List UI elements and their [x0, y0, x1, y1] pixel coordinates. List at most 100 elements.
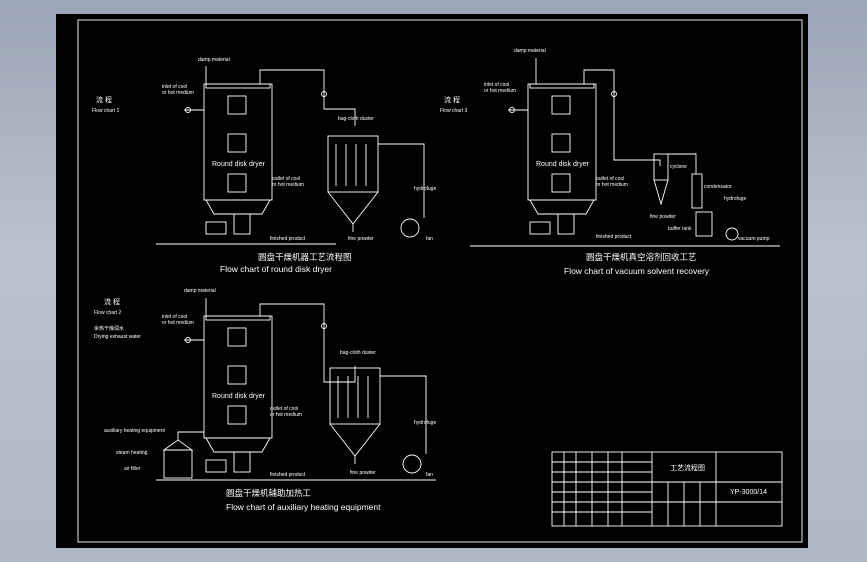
- flow2-caption-cn: 圆盘干燥机辅助加热工: [226, 488, 312, 498]
- flow2-disk-window: [227, 327, 247, 347]
- flow1-fan: [400, 218, 420, 238]
- flow3-buffer-tank: [695, 211, 713, 237]
- flow1-fine-powder: fine powder: [348, 236, 374, 242]
- flow3-condensator-label: condensator: [704, 184, 732, 190]
- flow2-en-label: Flow chart 2: [94, 310, 121, 316]
- flow2-hydrofuge: hydrofuge: [414, 420, 436, 426]
- flow3-dryer-cap: [529, 83, 595, 89]
- flow-chart-1: 流 程 Flow chart 1 Round disk dryer damp m…: [92, 57, 436, 274]
- flow2-damp-material: damp material: [184, 288, 216, 294]
- flow-chart-2: 流 程 Flow chart 2 余热干燥润水 Drying exhaust w…: [94, 288, 436, 512]
- drawing-title: 工艺流程图: [670, 463, 705, 472]
- flow2-bag-filter-body: [329, 367, 381, 425]
- flow3-inlet-valve: [509, 107, 515, 113]
- flow1-hydrofuge: hydrofuge: [414, 186, 436, 192]
- flow1-hopper: [327, 191, 379, 225]
- flow2-valve: [321, 323, 327, 329]
- flow2-outlet-1: outlet of cool: [270, 406, 298, 412]
- flow3-inlet-2: or hot medium: [484, 88, 516, 94]
- flow2-dryer-cap: [205, 315, 271, 321]
- flow2-dryer-body: [203, 315, 273, 439]
- title-block-frame: [551, 451, 783, 527]
- flow3-fine-powder: fine powder: [650, 214, 676, 220]
- flow1-damp-material: damp material: [198, 57, 230, 63]
- flow1-exhaust-pipe: [259, 69, 356, 126]
- flow2-exhaust-en: Drying exhaust water: [94, 334, 141, 340]
- flow3-hydrofuge: hydrofuge: [724, 196, 746, 202]
- flow2-outlet-2: or hot medium: [270, 412, 302, 418]
- flow1-finished: finished product: [270, 236, 306, 242]
- flow1-fan-pipe: [378, 143, 425, 218]
- flow2-disk-window: [227, 405, 247, 425]
- flow1-outlet-2: or hot medium: [272, 182, 304, 188]
- flow3-disk-window: [551, 95, 571, 115]
- flow2-motor: [205, 459, 227, 473]
- flow2-aux-heating: auxiliary heating equipment: [104, 428, 165, 434]
- flow1-base-frame: [205, 199, 271, 215]
- flow3-caption-en: Flow chart of vacuum solvent recovery: [564, 266, 710, 276]
- flow3-disk-label: Round disk dryer: [536, 161, 590, 168]
- flow3-cyclone-body: [653, 153, 669, 181]
- flow1-dryer-cap: [205, 83, 271, 89]
- flow3-cyclone-cone: [653, 179, 669, 206]
- flow1-inlet-2: or hot medium: [162, 90, 194, 96]
- flow2-fine-powder: fine powder: [350, 470, 376, 476]
- flow3-exhaust-pipe: [583, 69, 661, 166]
- flow3-condensator-pipe: [668, 153, 697, 174]
- flow2-heater-roof: [162, 439, 194, 451]
- flow2-disk-window: [227, 365, 247, 385]
- flow1-bag-filter-body: [327, 135, 379, 193]
- flow3-caption-cn: 圆盘干燥机真空溶剂回收工艺: [586, 252, 697, 262]
- flow2-inlet-1: inlet of cool: [162, 314, 187, 320]
- flow1-outlet-1: outlet of cool: [272, 176, 300, 182]
- flow2-exhaust-cn: 余热干燥润水: [94, 325, 124, 332]
- drawing-number: YP-3000/14: [730, 489, 767, 496]
- flow1-gearbox: [233, 213, 251, 235]
- flow1-dryer-body: [203, 83, 273, 201]
- flow-chart-3: 流 程 Flow chart 3 Round disk dryer damp m…: [440, 48, 780, 276]
- flow1-en-label: Flow chart 1: [92, 108, 119, 114]
- flow3-buffer-tank-label: buffer tank: [668, 226, 692, 232]
- flow2-heater: [163, 449, 193, 479]
- flow3-disk-window: [551, 173, 571, 193]
- drawing-canvas: 流 程 Flow chart 1 Round disk dryer damp m…: [77, 19, 803, 543]
- flow1-disk-label: Round disk dryer: [212, 161, 266, 168]
- flow3-outlet-1: outlet of cool: [596, 176, 624, 182]
- flow2-cn-label: 流 程: [104, 297, 120, 306]
- flow2-bag-filter: bag-cloth duster: [340, 350, 376, 356]
- flow3-inlet-1: inlet of cool: [484, 82, 509, 88]
- flow2-gearbox: [233, 451, 251, 473]
- flow1-disk-window: [227, 133, 247, 153]
- flow3-base-frame: [529, 199, 595, 215]
- flow2-heater-pipe: [177, 431, 204, 440]
- flow2-fan-label: fan: [426, 472, 433, 478]
- flow2-hopper: [329, 423, 381, 457]
- flow2-exhaust-pipe: [259, 303, 356, 383]
- flow3-motor: [529, 221, 551, 235]
- flow3-vacuum-pump: [725, 227, 739, 241]
- drawing-sheet: 流 程 Flow chart 1 Round disk dryer damp m…: [56, 14, 808, 548]
- flow3-condensator: [691, 173, 703, 209]
- flow3-cyclone: cyclone: [670, 164, 687, 170]
- flow1-fan-label: fan: [426, 236, 433, 242]
- flow1-inlet-valve: [185, 107, 191, 113]
- flow3-damp-material: damp material: [514, 48, 546, 54]
- flow3-disk-window: [551, 133, 571, 153]
- flow1-disk-window: [227, 173, 247, 193]
- flow2-steam-heating: steam heating: [116, 450, 148, 456]
- flow1-valve: [321, 91, 327, 97]
- flow3-vacuum-pump-label: vacuum pump: [738, 236, 770, 242]
- flow1-cn-label: 流 程: [96, 95, 112, 104]
- flow2-base-frame: [205, 437, 271, 453]
- flow2-inlet-valve: [185, 337, 191, 343]
- flow2-inlet-2: or hot medium: [162, 320, 194, 326]
- flow2-finished: finished product: [270, 472, 306, 478]
- flow2-fan: [402, 454, 422, 474]
- title-block: 工艺流程图 YP-3000/14: [551, 451, 783, 527]
- flow3-valve: [611, 91, 617, 97]
- flow3-outlet-2: or hot medium: [596, 182, 628, 188]
- flow3-cn-label: 流 程: [444, 95, 460, 104]
- flow2-fan-pipe: [380, 375, 427, 454]
- flow1-motor: [205, 221, 227, 235]
- flow1-caption-cn: 圆盘干燥机器工艺流程图: [258, 252, 352, 262]
